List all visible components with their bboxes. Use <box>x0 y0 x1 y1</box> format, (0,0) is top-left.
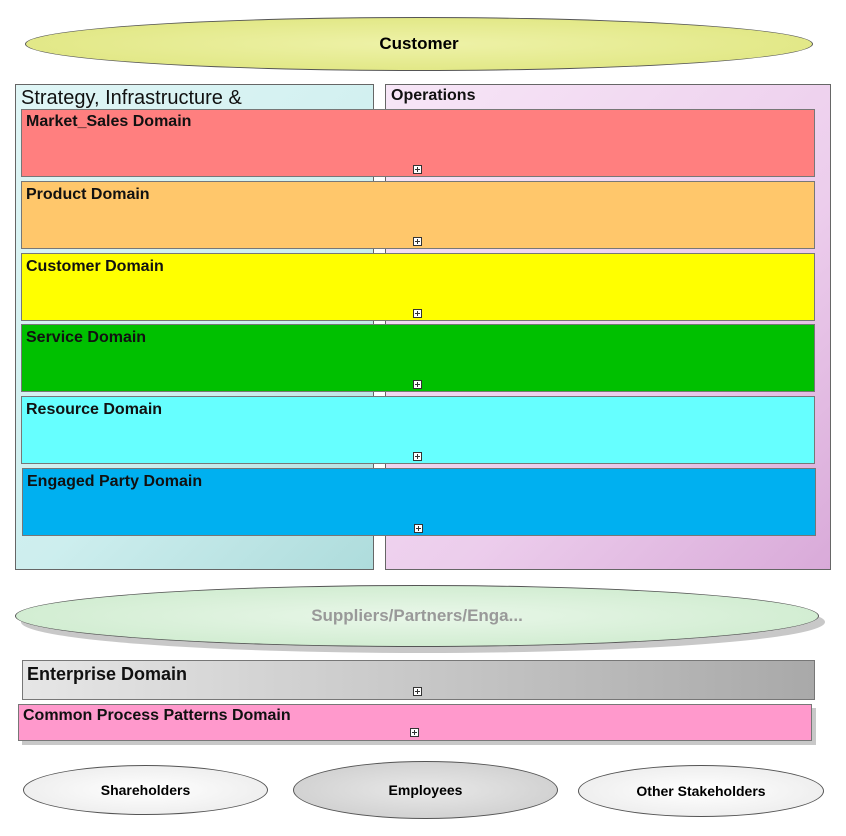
product-domain[interactable]: Product Domain <box>21 181 815 249</box>
employees-label: Employees <box>388 782 463 798</box>
service-domain-label: Service Domain <box>26 329 147 346</box>
employees-ellipse[interactable]: Employees <box>293 761 558 819</box>
other-stakeholders-ellipse[interactable]: Other Stakeholders <box>578 765 824 817</box>
customer-ellipse[interactable]: Customer <box>25 17 813 71</box>
enterprise-domain-label: Enterprise Domain <box>27 664 188 684</box>
suppliers-label: Suppliers/Partners/Enga... <box>311 606 523 625</box>
customer-domain[interactable]: Customer Domain <box>21 253 815 321</box>
expand-plus-icon[interactable] <box>413 165 422 174</box>
expand-plus-icon[interactable] <box>414 524 423 533</box>
enterprise-domain[interactable]: Enterprise Domain <box>22 660 815 700</box>
market-sales-domain[interactable]: Market_Sales Domain <box>21 109 815 177</box>
strategy-panel-label: Strategy, Infrastructure & <box>21 87 242 109</box>
suppliers-partners-ellipse[interactable]: Suppliers/Partners/Enga... <box>15 585 819 647</box>
expand-plus-icon[interactable] <box>413 452 422 461</box>
other-stakeholders-label: Other Stakeholders <box>636 783 766 799</box>
common-process-patterns-domain[interactable]: Common Process Patterns Domain <box>18 704 812 741</box>
expand-plus-icon[interactable] <box>413 309 422 318</box>
expand-plus-icon[interactable] <box>410 728 419 737</box>
market-sales-domain-label: Market_Sales Domain <box>26 113 192 130</box>
expand-plus-icon[interactable] <box>413 237 422 246</box>
customer-label: Customer <box>379 34 459 53</box>
operations-panel-label: Operations <box>391 87 476 104</box>
engaged-party-domain-label: Engaged Party Domain <box>27 473 203 490</box>
customer-domain-label: Customer Domain <box>26 258 164 275</box>
common-process-patterns-label: Common Process Patterns Domain <box>23 707 291 724</box>
service-domain[interactable]: Service Domain <box>21 324 815 392</box>
shareholders-label: Shareholders <box>100 782 191 798</box>
engaged-party-domain[interactable]: Engaged Party Domain <box>22 468 816 536</box>
resource-domain[interactable]: Resource Domain <box>21 396 815 464</box>
product-domain-label: Product Domain <box>26 186 150 203</box>
shareholders-ellipse[interactable]: Shareholders <box>23 765 268 815</box>
expand-plus-icon[interactable] <box>413 687 422 696</box>
resource-domain-label: Resource Domain <box>26 401 163 418</box>
expand-plus-icon[interactable] <box>413 380 422 389</box>
